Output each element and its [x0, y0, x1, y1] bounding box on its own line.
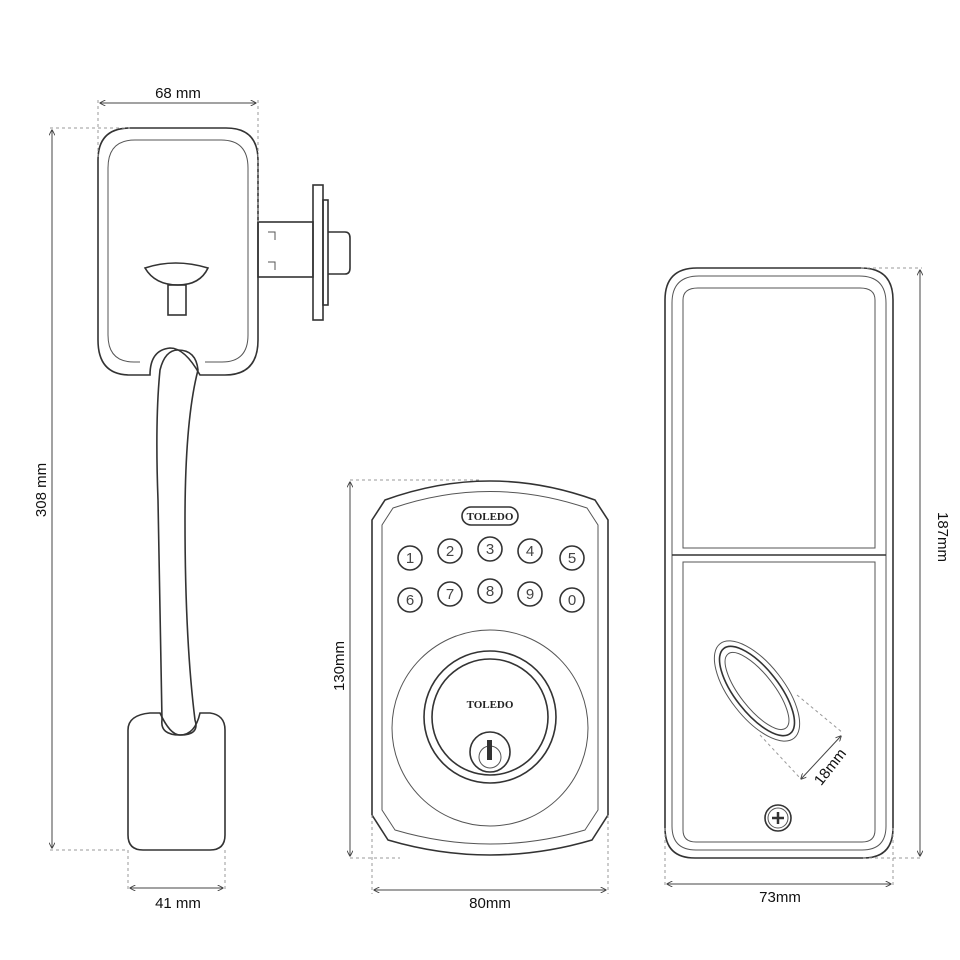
keyhole-icon: [469, 731, 511, 773]
handle-width-label: 68 mm: [155, 85, 201, 102]
interior-height-dimension: 187mm: [861, 267, 951, 859]
key-4[interactable]: 4: [517, 538, 543, 564]
key-1[interactable]: 1: [397, 545, 423, 571]
interior-assembly: [664, 267, 894, 859]
key-7[interactable]: 7: [437, 581, 463, 607]
svg-text:0: 0: [568, 592, 576, 609]
handle-height-label: 308 mm: [33, 463, 50, 517]
thumb-width-label: 41 mm: [155, 895, 201, 912]
thumbturn-width-dimension: 18mm: [759, 694, 850, 789]
keypad-height-dimension: 130mm: [331, 479, 480, 859]
exterior-handleset: [97, 127, 351, 851]
cylinder-brand-logo: TOLEDO: [467, 699, 514, 711]
svg-text:7: 7: [446, 586, 454, 603]
thumbturn-width-label: 18mm: [811, 746, 850, 789]
svg-text:5: 5: [568, 550, 576, 567]
key-5[interactable]: 5: [559, 545, 585, 571]
key-6[interactable]: 6: [397, 587, 423, 613]
key-2[interactable]: 2: [437, 538, 463, 564]
svg-text:6: 6: [406, 592, 414, 609]
brand-logo: TOLEDO: [467, 511, 514, 523]
key-0[interactable]: 0: [559, 587, 585, 613]
keypad-height-label: 130mm: [331, 641, 348, 691]
interior-width-label: 73mm: [759, 889, 801, 906]
svg-text:8: 8: [486, 583, 494, 600]
svg-text:4: 4: [526, 543, 534, 560]
svg-text:1: 1: [406, 550, 414, 567]
svg-text:2: 2: [446, 543, 454, 560]
interior-width-dimension: 73mm: [664, 828, 894, 906]
interior-height-label: 187mm: [934, 512, 951, 562]
key-3[interactable]: 3: [477, 536, 503, 562]
key-8[interactable]: 8: [477, 578, 503, 604]
thumb-width-dimension: 41 mm: [127, 850, 226, 912]
svg-text:3: 3: [486, 541, 494, 558]
keypad-buttons: 1 2 3 4 5 6 7 8 9 0: [397, 536, 585, 613]
key-9[interactable]: 9: [517, 581, 543, 607]
latch-bolt: [257, 184, 351, 321]
thumbturn[interactable]: [699, 627, 815, 755]
phillips-screw-icon: [764, 804, 792, 832]
handle-width-dimension: 68 mm: [97, 85, 259, 222]
svg-text:9: 9: [526, 586, 534, 603]
keypad-width-label: 80mm: [469, 895, 511, 912]
keypad-deadbolt: TOLEDO 1 2 3 4 5 6 7 8 9 0 TOLEDO: [371, 480, 609, 856]
handle-height-dimension: 308 mm: [33, 127, 130, 851]
keypad-width-dimension: 80mm: [371, 815, 609, 912]
